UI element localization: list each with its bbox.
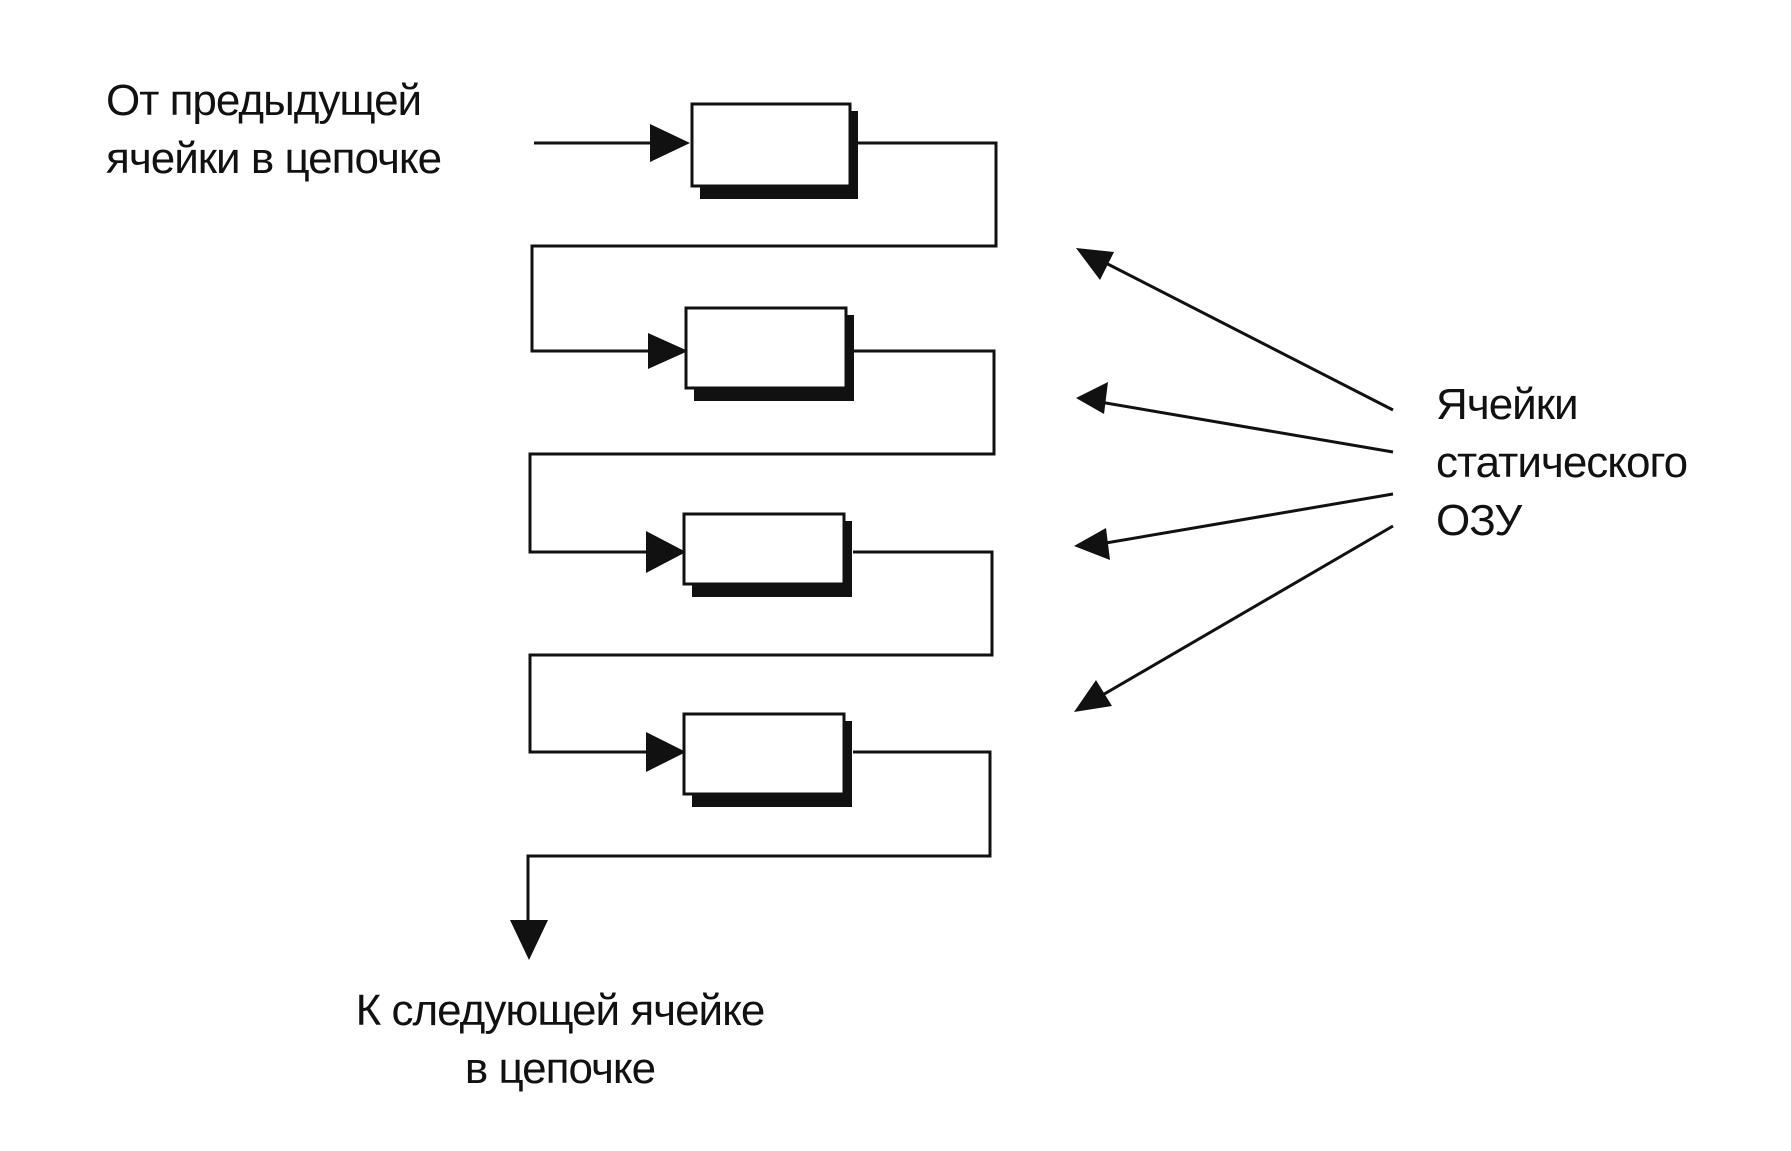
label-to-next-cell: К следующей ячейке в цепочке [300,982,820,1098]
label-to-next-line-1: К следующей ячейке [355,986,766,1035]
arrowhead-cell-1 [650,124,690,162]
sram-cell-1 [690,102,858,199]
pointer-line-3 [1093,492,1394,547]
label-from-previous-cell: От предыдущей ячейки в цепочке [106,72,442,188]
label-to-next-line-2: в цепочке [464,1044,656,1093]
pointer-line-2 [1093,399,1394,454]
chain-arrowheads [510,124,690,960]
pointer-arrowhead-2 [1076,382,1108,414]
pointer-line-4 [1093,524,1394,702]
sram-cells [682,102,858,807]
arrowhead-output [510,920,548,960]
label-from-previous-line-1: От предыдущей [106,76,422,125]
arrowhead-cell-4 [646,732,686,772]
pointer-arrowhead-3 [1074,528,1110,560]
chain-wire-1-2 [530,141,998,353]
label-from-previous-line-2: ячейки в цепочке [106,134,442,183]
chain-wires [526,141,998,925]
pointer-line-1 [1091,254,1394,412]
sram-cell-4 [682,712,852,807]
label-sram-cells: Ячейки статического ОЗУ [1436,376,1688,550]
label-sram-cells-line-3: ОЗУ [1436,496,1522,545]
pointer-arrowhead-1 [1076,248,1114,280]
output-wire [526,750,992,925]
chain-wire-2-3 [528,349,996,554]
label-sram-cells-line-1: Ячейки [1436,380,1579,429]
label-sram-cells-line-2: статического [1436,438,1688,487]
arrowhead-cell-3 [646,531,686,573]
pointer-arrowhead-4 [1074,680,1112,712]
chain-wire-3-4 [528,550,994,754]
arrowhead-cell-2 [648,333,688,369]
pointer-arrows [1074,248,1394,712]
sram-cell-3 [682,512,852,597]
sram-cell-2 [684,306,854,401]
